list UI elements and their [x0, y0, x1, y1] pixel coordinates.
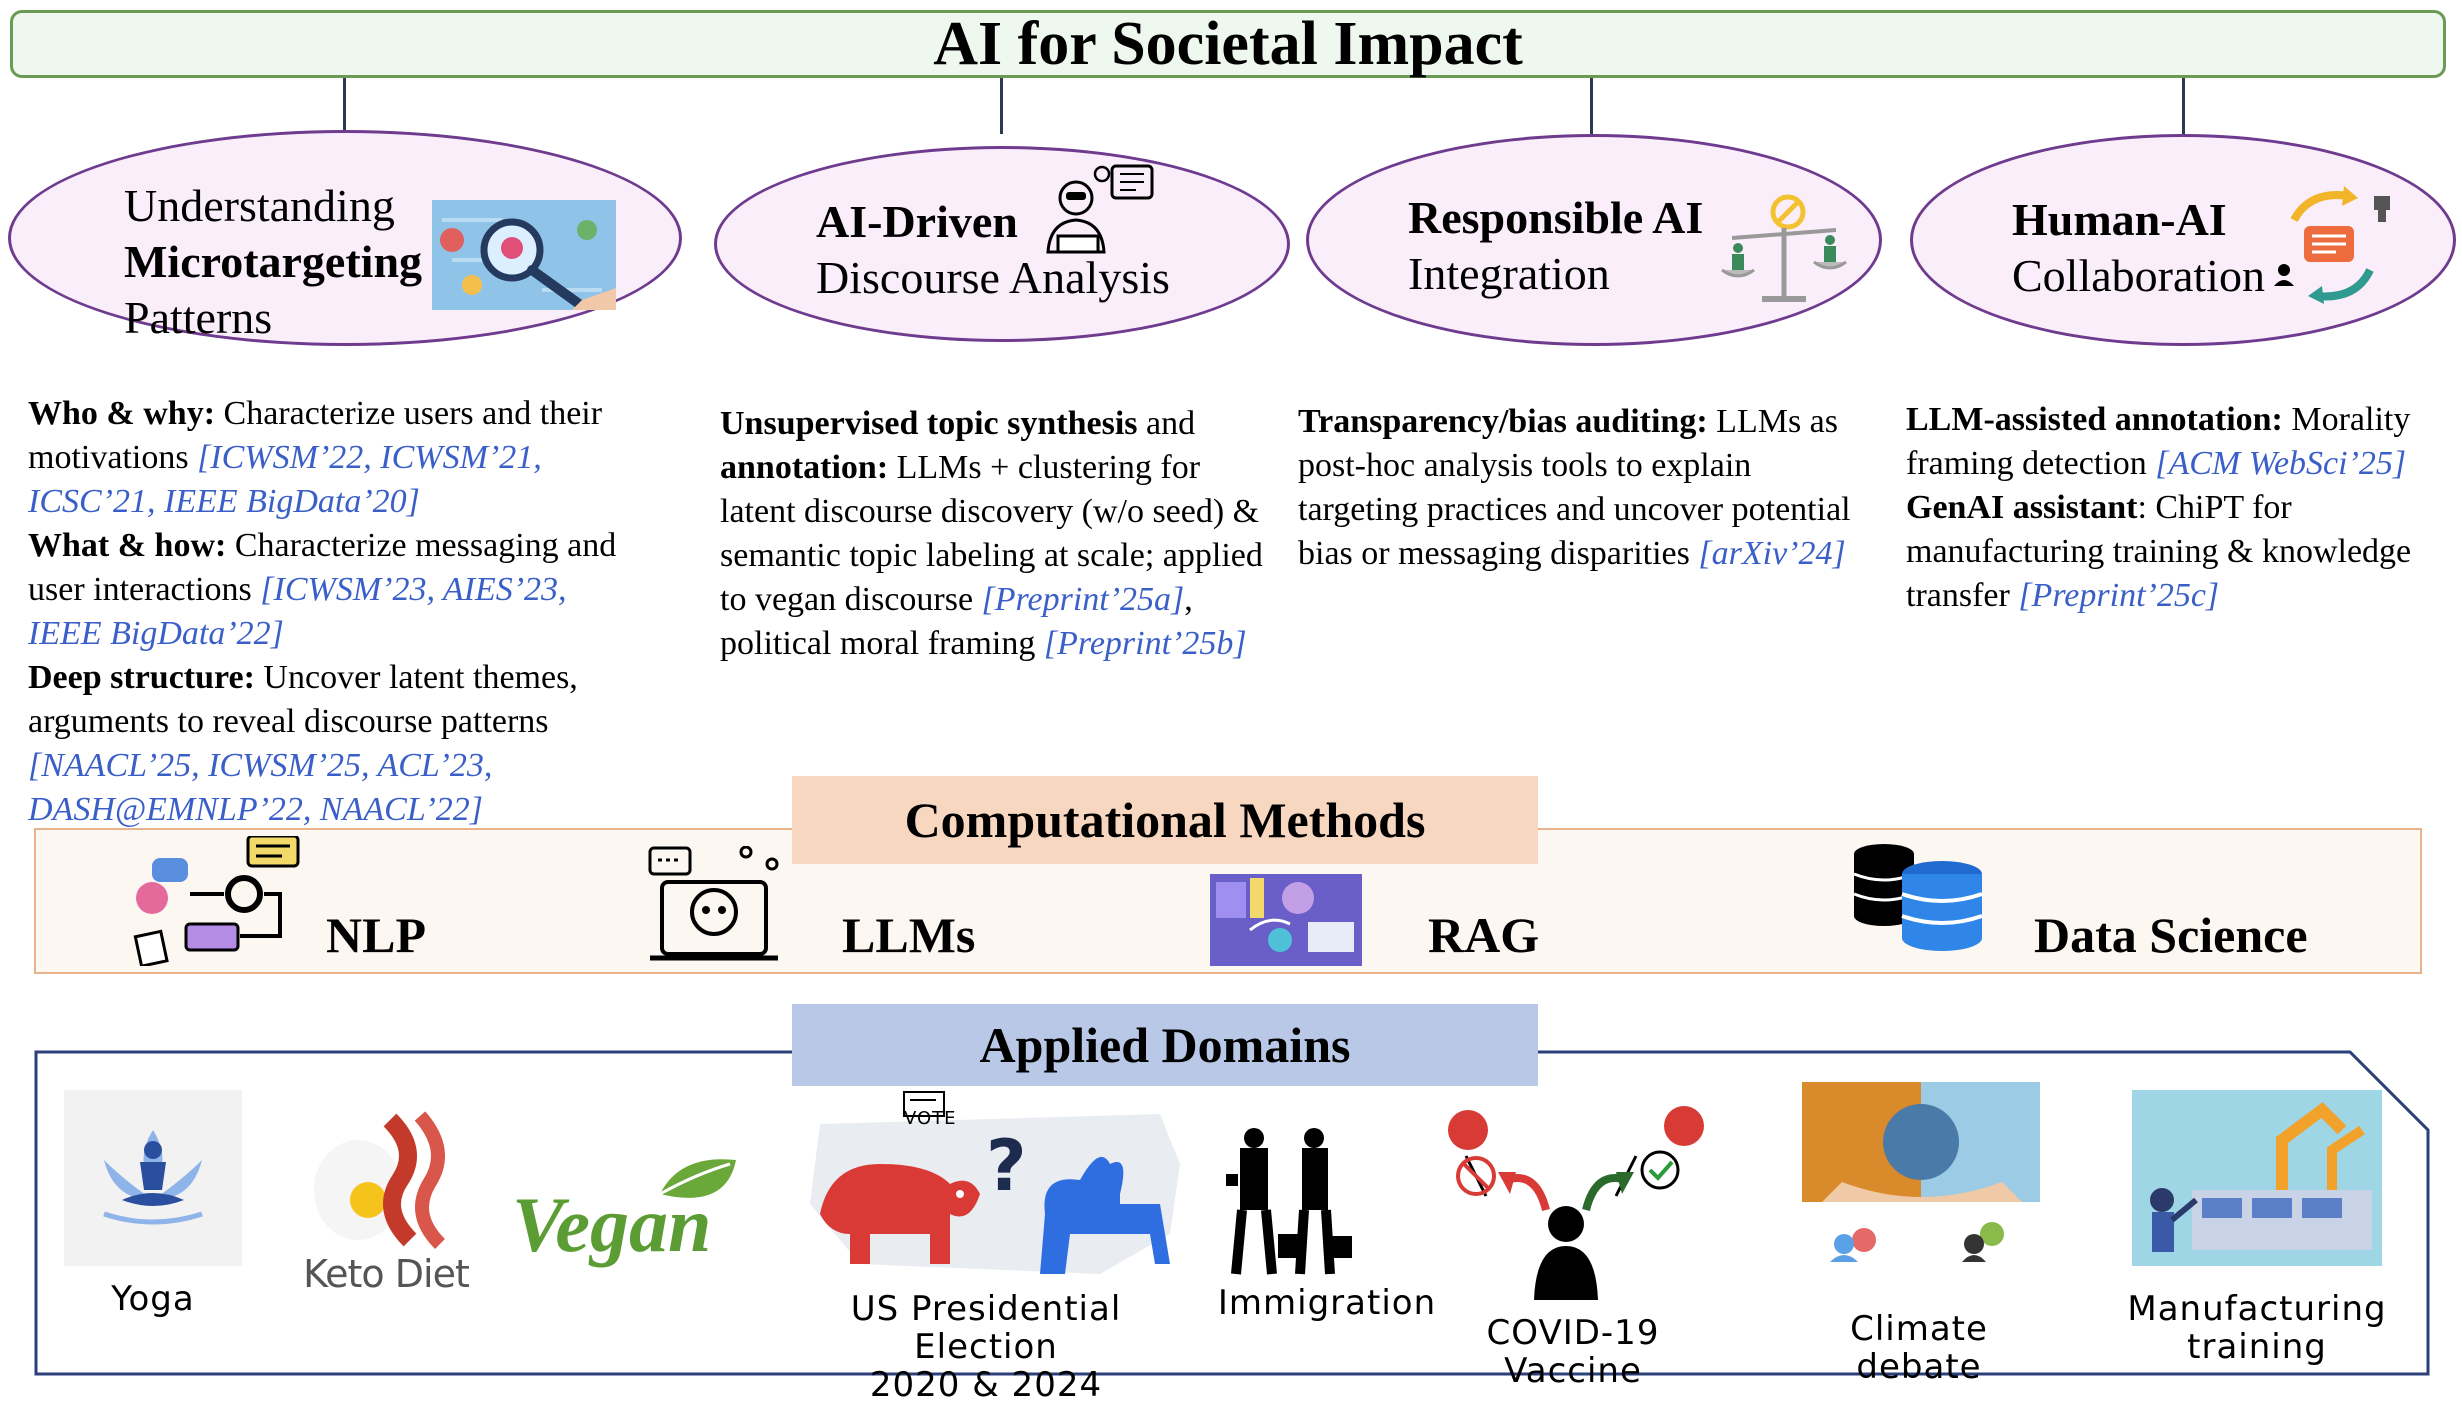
domain-manufacturing-line: training: [2187, 1327, 2327, 1367]
area-title-line: Responsible AI: [1408, 192, 1704, 243]
description-item: What & how: Characterize messaging and u…: [28, 524, 638, 656]
description-lead: What & how:: [28, 527, 227, 564]
microtargeting-icon: [432, 200, 616, 310]
area-title-line: Collaboration: [2012, 250, 2265, 301]
method-rag: RAG: [1428, 907, 1540, 963]
domain-us-election-line: US Presidential Election: [850, 1289, 1122, 1367]
citation-link[interactable]: [Preprint’25b]: [1043, 625, 1247, 662]
description-text: LLMs + clustering for latent discourse d…: [720, 449, 1263, 618]
area-title-line: Microtargeting: [124, 236, 423, 287]
svg-text:?: ?: [986, 1125, 1027, 1207]
citation-link[interactable]: [NAACL’25, ICWSM’25, ACL’23, DASH@EMNLP’…: [28, 747, 493, 828]
domain-climate-debate: Climate debate: [1850, 1309, 1988, 1387]
description-text: LLMs as post-hoc analysis tools to expla…: [1298, 403, 1851, 572]
description-text: : ChiPT for manufacturing training & kno…: [1906, 489, 2412, 614]
description-text: Uncover latent themes, arguments to reve…: [28, 659, 578, 740]
description-lead: LLM-assisted annotation:: [1906, 401, 2283, 438]
method-data-science: Data Science: [2034, 907, 2308, 963]
area-ellipse-human-ai: [1910, 134, 2456, 346]
area-title-line: Patterns: [124, 292, 273, 343]
citation-link[interactable]: [ICWSM’22, ICWSM’21, ICSC’21, IEEE BigDa…: [28, 439, 542, 520]
domain-vegan: Vegan: [512, 1181, 712, 1268]
citation-link[interactable]: [Preprint’25c]: [2018, 577, 2220, 614]
description-item: Who & why: Characterize users and their …: [28, 392, 638, 524]
climate-icon: [1802, 1082, 2040, 1262]
connector-line: [1000, 78, 1003, 134]
area-title-microtargeting: Understanding Microtargeting Patterns: [124, 178, 422, 346]
domain-manufacturing: Manufacturing training: [2112, 1290, 2402, 1366]
nlp-icon: [133, 836, 300, 966]
domain-us-election-line: 2020 & 2024: [869, 1365, 1103, 1405]
description-text: , political moral framing: [720, 581, 1193, 662]
manufacturing-icon: [2132, 1090, 2382, 1266]
domain-manufacturing-line: Manufacturing: [2127, 1289, 2387, 1329]
area-title-line: Understanding: [124, 180, 395, 231]
area-title-line: AI-Driven: [816, 196, 1018, 247]
description-item: GenAI assistant: ChiPT for manufacturing…: [1906, 486, 2456, 618]
citation-link[interactable]: [ACM WebSci’25]: [2155, 445, 2407, 482]
balance-scale-icon: [1721, 194, 1847, 302]
area-ellipse-discourse: [714, 146, 1290, 342]
area-title-discourse: AI-Driven Discourse Analysis: [816, 194, 1170, 306]
citation-link[interactable]: [Preprint’25a]: [981, 581, 1185, 618]
domains-header-label: Applied Domains: [979, 1017, 1351, 1073]
method-llms: LLMs: [842, 907, 976, 963]
domain-immigration: Immigration: [1217, 1283, 1437, 1323]
database-icon: [1853, 844, 1983, 951]
area-title-line: Integration: [1408, 248, 1610, 299]
area-description-responsible: Transparency/bias auditing: LLMs as post…: [1298, 400, 1858, 576]
domain-covid-vaccine: COVID-19 Vaccine: [1486, 1313, 1660, 1391]
yoga-icon: [64, 1090, 242, 1266]
area-title-responsible: Responsible AI Integration: [1408, 190, 1703, 302]
description-lead: Transparency/bias auditing:: [1298, 403, 1708, 440]
domain-yoga: Yoga: [111, 1279, 195, 1319]
domain-keto: Keto Diet: [303, 1252, 470, 1296]
methods-header: Computational Methods: [792, 776, 1538, 864]
methods-header-label: Computational Methods: [904, 792, 1426, 848]
area-title-line: Discourse Analysis: [816, 252, 1170, 303]
citation-link[interactable]: [arXiv’24]: [1698, 535, 1846, 572]
description-text: Characterize messaging and user interact…: [28, 527, 617, 608]
area-title-human-ai: Human-AI Collaboration: [2012, 192, 2265, 304]
description-lead: Deep structure:: [28, 659, 255, 696]
title-bar: AI for Societal Impact: [10, 10, 2446, 78]
description-text: Characterize users and their motivations: [28, 395, 603, 476]
description-lead: Who & why:: [28, 395, 216, 432]
description-text: and: [1137, 405, 1196, 442]
us-election-icon: ?: [810, 1091, 1180, 1274]
description-lead: GenAI assistant: [1906, 489, 2138, 526]
description-item: LLM-assisted annotation: Morality framin…: [1906, 398, 2456, 486]
connector-line: [2182, 78, 2185, 134]
area-title-line: Human-AI: [2012, 194, 2227, 245]
llm-robot-icon: [648, 846, 779, 961]
vegan-leaf-icon: [659, 1159, 736, 1198]
robot-chat-icon: [1046, 164, 1154, 254]
description-lead: Unsupervised topic synthesis: [720, 405, 1138, 442]
page-title: AI for Societal Impact: [933, 9, 1523, 78]
citation-link[interactable]: [ICWSM’23, AIES’23, IEEE BigData’22]: [28, 571, 567, 652]
area-description-human-ai: LLM-assisted annotation: Morality framin…: [1906, 398, 2456, 618]
vote-label: VOTE: [904, 1108, 957, 1129]
collaboration-icon: [2274, 186, 2390, 304]
connector-line: [1590, 78, 1593, 134]
description-lead: annotation:: [720, 449, 889, 486]
keto-icon: [314, 1111, 446, 1249]
area-description-microtargeting: Who & why: Characterize users and their …: [28, 392, 638, 832]
method-nlp: NLP: [326, 907, 426, 963]
immigration-icon: [1226, 1128, 1352, 1275]
description-item: Deep structure: Uncover latent themes, a…: [28, 656, 638, 832]
connector-line: [343, 78, 346, 134]
description-text: Morality framing detection: [1906, 401, 2411, 482]
domain-us-election: US Presidential Election 2020 & 2024: [776, 1290, 1196, 1404]
rag-icon: [1210, 874, 1362, 966]
covid-vaccine-icon: [1448, 1106, 1704, 1300]
area-description-discourse: Unsupervised topic synthesis and annotat…: [720, 402, 1280, 666]
domains-header: Applied Domains: [792, 1004, 1538, 1086]
